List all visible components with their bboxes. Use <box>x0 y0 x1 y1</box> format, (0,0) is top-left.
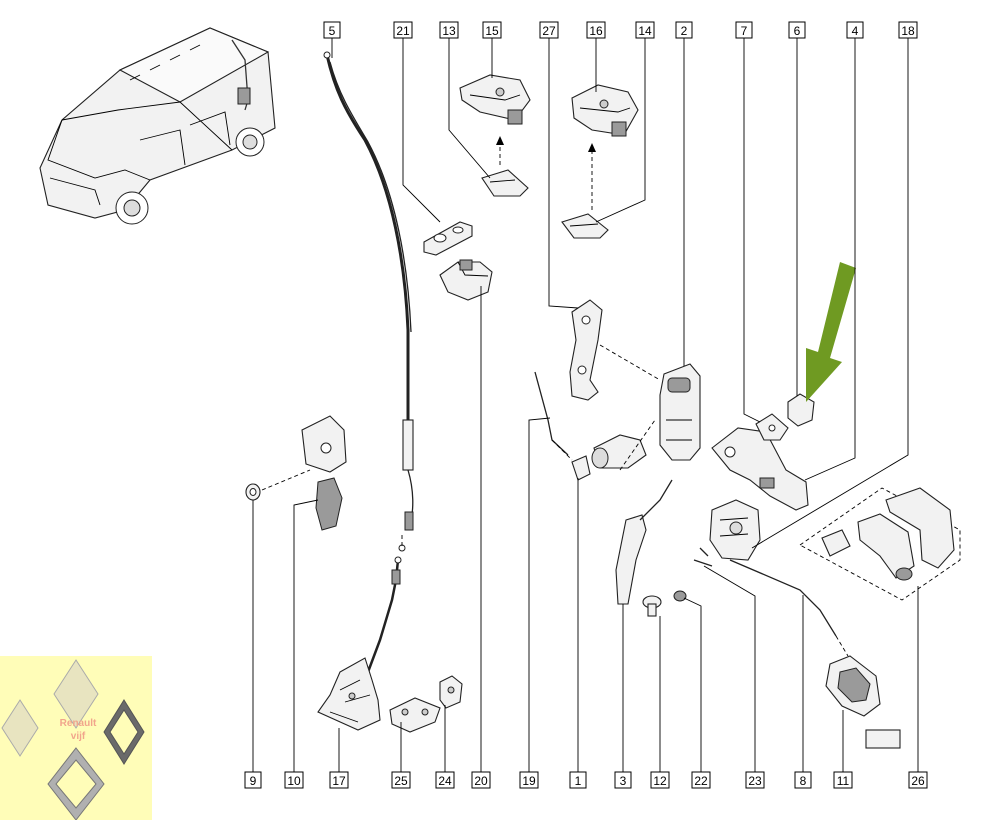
lower-lock-assembly <box>317 556 402 731</box>
van-illustration <box>39 27 276 225</box>
callout-label: 23 <box>748 774 762 788</box>
watermark-line1: Renault <box>59 718 97 729</box>
part-10-lever <box>301 415 347 531</box>
part-4-handle-base <box>711 427 809 511</box>
renault-logo-top <box>53 659 99 729</box>
callout-label: 14 <box>638 24 652 38</box>
part-20-striker <box>439 259 493 301</box>
hinge-cover-13 <box>481 169 529 197</box>
callouts-top: 5 21 13 15 27 16 14 2 7 6 4 18 <box>323 21 918 39</box>
renault-logo-right <box>103 699 145 765</box>
part-9-washer <box>245 483 261 501</box>
bracket-24 <box>439 675 463 709</box>
part-19-rod <box>534 371 573 461</box>
callout-label: 11 <box>837 774 850 788</box>
callout-label: 22 <box>694 774 708 788</box>
part-7-spacer <box>755 413 789 441</box>
watermark-text: Renault vijf <box>46 717 110 743</box>
part-6-cap <box>787 393 815 427</box>
hinge-15 <box>459 74 531 125</box>
part-26-inset <box>799 487 961 601</box>
hinge-16 <box>571 84 639 137</box>
callout-label: 25 <box>394 774 408 788</box>
callout-label: 2 <box>681 24 688 38</box>
part-22-clip <box>673 590 687 602</box>
callout-label: 1 <box>575 774 582 788</box>
highlight-arrow <box>806 262 856 402</box>
callout-label: 8 <box>800 774 807 788</box>
callout-label: 17 <box>332 774 346 788</box>
callout-label: 26 <box>911 774 925 788</box>
renault-logo-left <box>1 699 39 757</box>
hinge-cover-14 <box>561 213 609 239</box>
callout-label: 10 <box>287 774 301 788</box>
callout-label: 18 <box>901 24 915 38</box>
callout-label: 20 <box>474 774 488 788</box>
callout-label: 21 <box>396 24 410 38</box>
part-27-bracket <box>569 299 603 401</box>
callout-label: 27 <box>542 24 556 38</box>
bracket-25 <box>389 697 441 733</box>
callout-label: 6 <box>794 24 801 38</box>
callout-label: 4 <box>852 24 859 38</box>
leader-lines-top <box>331 38 909 549</box>
callout-label: 9 <box>250 774 257 788</box>
part-11-inner-handle <box>825 655 901 749</box>
callout-label: 5 <box>329 24 336 38</box>
part-12-fastener <box>642 595 662 617</box>
part-23-lock <box>709 499 761 561</box>
part-2-outer-handle <box>659 363 701 461</box>
callout-label: 16 <box>589 24 603 38</box>
callout-label: 13 <box>442 24 456 38</box>
part-21-insert <box>423 221 473 256</box>
leader-lines-bottom <box>252 286 919 772</box>
callout-label: 15 <box>485 24 499 38</box>
callout-label: 24 <box>438 774 452 788</box>
callout-label: 19 <box>522 774 536 788</box>
part-1-lock-cylinder <box>571 434 647 481</box>
renault-logo-bottom <box>47 747 105 821</box>
callout-label: 7 <box>741 24 748 38</box>
release-cable <box>323 51 414 552</box>
renault-watermark <box>0 656 152 821</box>
callouts-bottom: 9 10 17 25 24 20 19 1 3 12 22 23 8 11 26 <box>244 771 928 789</box>
callout-label: 3 <box>620 774 627 788</box>
callout-label: 12 <box>653 774 667 788</box>
part-3-lever <box>615 479 673 605</box>
watermark-line2: vijf <box>70 731 86 742</box>
part-8-cable <box>729 559 849 657</box>
